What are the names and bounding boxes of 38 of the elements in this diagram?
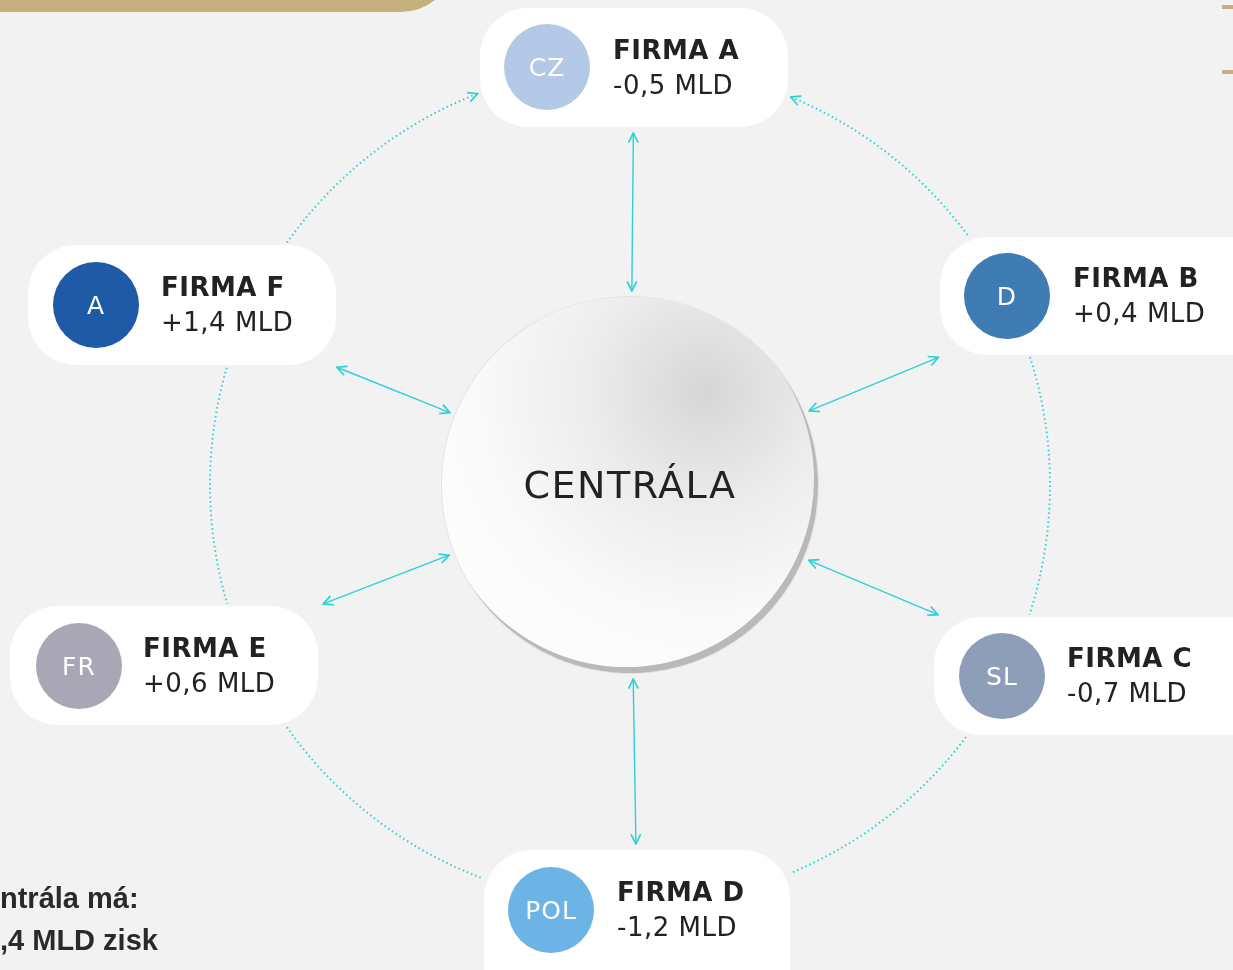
double-arrow xyxy=(626,132,639,292)
country-badge: D xyxy=(964,253,1050,339)
country-badge: CZ xyxy=(504,24,590,110)
dotted-connector xyxy=(285,92,479,244)
dotted-connector xyxy=(285,726,483,879)
country-badge: SL xyxy=(959,633,1045,719)
dotted-connector xyxy=(209,366,229,605)
dotted-connector xyxy=(791,736,967,874)
company-name: FIRMA B xyxy=(1073,262,1200,295)
summary-text: ,4 MLD zisk xyxy=(0,924,158,957)
dotted-connector xyxy=(1028,356,1051,616)
company-name: FIRMA E xyxy=(143,631,268,665)
country-badge: FR xyxy=(36,623,122,709)
company-card xyxy=(940,237,1233,355)
company-card xyxy=(28,245,336,365)
company-value: -1,2 MLD xyxy=(617,911,738,944)
summary-text: ntrála má: xyxy=(0,882,139,915)
country-badge: A xyxy=(53,262,139,348)
company-value: +0,6 MLD xyxy=(143,666,276,700)
company-card xyxy=(934,617,1233,735)
double-arrow xyxy=(322,553,450,606)
company-card xyxy=(480,8,788,127)
company-value: +1,4 MLD xyxy=(161,306,294,339)
country-badge: POL xyxy=(508,867,594,953)
double-arrow xyxy=(336,365,451,415)
company-value: -0,5 MLD xyxy=(613,68,734,102)
company-name: FIRMA C xyxy=(1067,642,1193,675)
company-name: FIRMA D xyxy=(617,876,745,909)
company-value: +0,4 MLD xyxy=(1073,297,1206,330)
double-arrow xyxy=(808,355,940,413)
company-name: FIRMA A xyxy=(613,33,740,67)
company-name: FIRMA F xyxy=(161,271,286,304)
dotted-connector xyxy=(789,95,969,236)
company-value: -0,7 MLD xyxy=(1067,677,1188,710)
double-arrow xyxy=(627,678,642,845)
company-card xyxy=(484,850,790,970)
double-arrow xyxy=(807,558,939,617)
headquarters-circle: CENTRÁLA xyxy=(442,297,818,673)
